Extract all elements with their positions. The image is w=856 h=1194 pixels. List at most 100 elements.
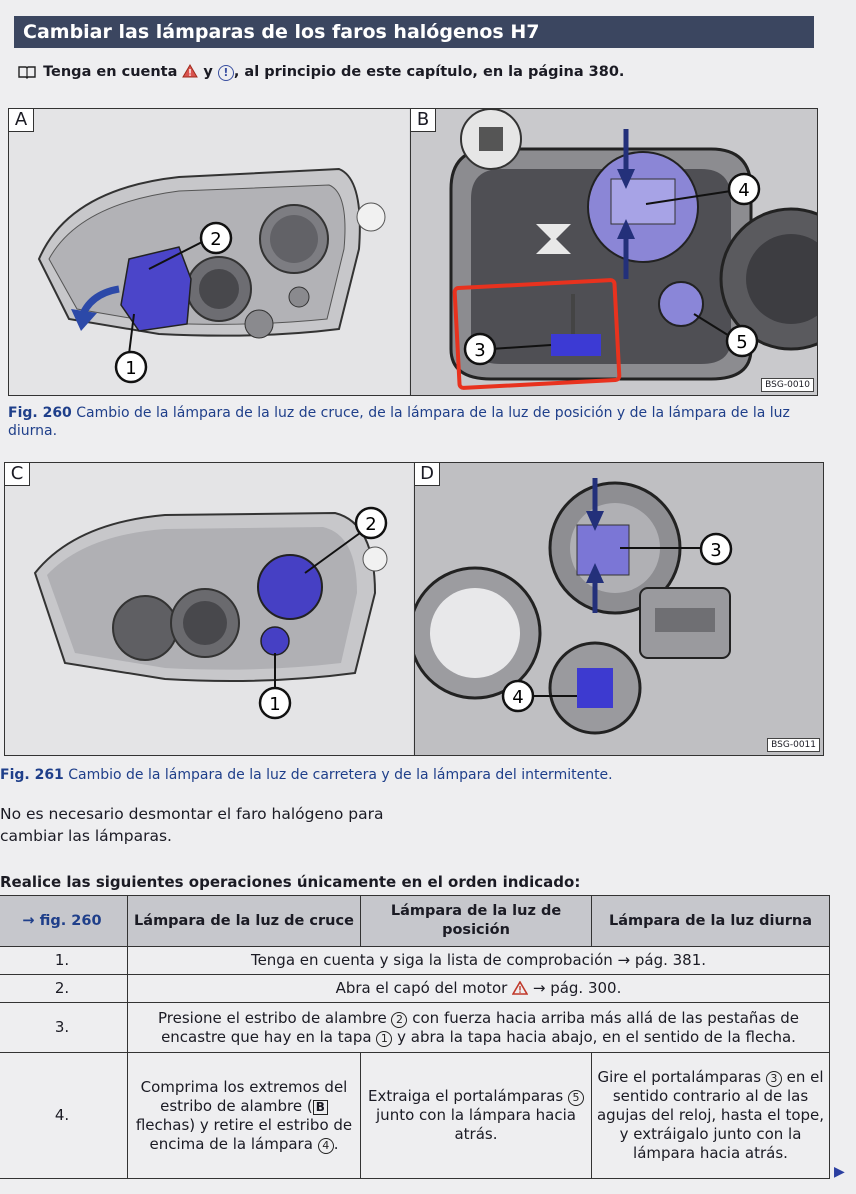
caption-260-text: Cambio de la lámpara de la luz de cruce,… [8,405,790,439]
highlight-cover [120,246,192,332]
step-4-cruce-text-a: Comprima los extremos del estribo de ala… [140,1077,348,1115]
highlight-cap-1 [260,626,290,656]
step-3-text-3: y abra la tapa hacia abajo, en el sentid… [397,1027,796,1046]
step-2-text-b: → pág. 300. [532,979,622,997]
step-4-diurna: Gire el portalámparas 3 en el sentido co… [591,1052,830,1179]
step-number: 1. [0,946,128,975]
step-number: 3. [0,1002,128,1053]
caption-261: Fig. 261 Cambio de la lámpara de la luz … [0,766,820,784]
note-prefix: Tenga en cuenta [43,64,178,80]
panel-d: 3 4 D BSG-0011 [408,463,823,755]
caption-261-text: Cambio de la lámpara de la luz de carret… [68,767,613,783]
table-title: Realice las siguientes operaciones única… [0,873,581,891]
figure-260: 2 1 A [8,108,818,396]
note-line: Tenga en cuenta y !, al principio de est… [18,64,624,83]
highlight-holder-3 [576,524,630,576]
step-4-diurna-text-a: Gire el portalámparas [597,1068,762,1086]
figure-ref-box: B [312,1099,328,1115]
callout-2-a-label: 2 [210,229,221,250]
step-text: Abra el capó del motor → pág. 300. [127,974,830,1003]
callout-4-d-label: 4 [512,687,523,708]
highlight-clip-3 [551,334,601,356]
headlight-illustration-a: 2 1 [37,167,386,384]
caption-260: Fig. 260 Cambio de la lámpara de la luz … [8,404,816,440]
callout-ref-3: 3 [765,1071,782,1087]
note-and: y [203,64,213,80]
callout-4-d [501,679,535,713]
page-title: Cambiar las lámparas de los faros halóge… [14,16,814,48]
table-row: 4. Comprima los extremos del estribo de … [0,1052,830,1179]
header-fig-ref: → fig. 260 [0,895,128,947]
panel-letter-c: C [5,463,30,486]
panel-letter-d: D [415,463,440,486]
callout-4-b [727,172,761,206]
callout-1-c-label: 1 [269,694,280,715]
headlight-illustration-b: 3 4 5 [411,109,817,395]
operations-table: → fig. 260 Lámpara de la luz de cruce Lá… [0,895,830,1179]
note-suffix: , al principio de este capítulo, en la p… [233,64,625,80]
book-icon [18,65,38,83]
header-posicion: Lámpara de la luz de posición [360,895,592,947]
callout-2-c-label: 2 [365,514,376,535]
step-4-posicion-text-a: Extraiga el portalámparas [368,1087,564,1105]
headlight-illustration-d: 3 4 [408,463,823,755]
step-number: 2. [0,974,128,1003]
paragraph-line-2: cambiar las lámparas. [0,827,172,845]
highlight-cap-2 [257,554,323,620]
callout-3-b [463,332,497,366]
continue-marker-icon: ▶ [834,1164,845,1180]
info-icon: ! [217,65,234,81]
step-4-cruce: Comprima los extremos del estribo de ala… [127,1052,361,1179]
callout-2-c [354,506,388,540]
step-text: Presione el estribo de alambre 2 con fue… [127,1002,830,1053]
table-header-row: → fig. 260 Lámpara de la luz de cruce Lá… [0,895,830,947]
callout-ref-5: 5 [568,1090,584,1106]
red-highlight-box [452,278,622,390]
figure-code-260: BSG-0010 [761,378,814,392]
callout-3-d-label: 3 [710,540,721,561]
headlight-illustration-c: 2 1 [33,506,388,720]
warning-icon [511,980,529,995]
panel-letter-b: B [411,109,436,132]
callout-1-a-label: 1 [125,358,136,379]
callout-ref-4: 4 [317,1137,334,1154]
step-3-text-2: con fuerza hacia arriba más allá de las … [161,1008,799,1046]
header-cruce: Lámpara de la luz de cruce [127,895,361,947]
highlight-holder-5 [658,281,704,327]
intro-paragraph: No es necesario desmontar el faro halóge… [0,803,383,847]
callout-ref-2: 2 [391,1011,408,1028]
table-row: 1. Tenga en cuenta y siga la lista de co… [0,946,830,975]
callout-4-b-label: 4 [738,180,749,201]
callout-2-a [199,221,233,255]
callout-5-b [725,324,759,358]
figure-261: 2 1 C 3 4 D B [4,462,824,756]
highlight-holder-4-d [577,668,613,708]
caption-260-label: Fig. 260 [8,405,72,421]
panel-a: 2 1 A [9,109,409,395]
caption-261-label: Fig. 261 [0,767,64,783]
table-row: 3. Presione el estribo de alambre 2 con … [0,1002,830,1053]
callout-ref-1: 1 [376,1030,393,1047]
step-4-cruce-text-b: flechas) y retire el estribo de encima d… [135,1115,353,1153]
step-2-text-a: Abra el capó del motor [335,979,508,997]
figure-code-261: BSG-0011 [767,738,820,752]
callout-3-b-label: 3 [474,340,485,361]
panel-b: 3 4 5 B BSG-0010 [410,109,817,395]
panel-c: 2 1 C [5,463,413,755]
table-row: 2. Abra el capó del motor → pág. 300. [0,974,830,1003]
step-3-text-1: Presione el estribo de alambre [158,1008,387,1027]
callout-3-d [699,532,733,566]
step-4-posicion-text-b: junto con la lámpara hacia atrás. [376,1106,576,1143]
paragraph-line-1: No es necesario desmontar el faro halóge… [0,805,384,823]
panel-letter-a: A [9,109,34,132]
step-number: 4. [0,1052,128,1179]
step-4-cruce-text-d: . [333,1134,339,1153]
header-diurna: Lámpara de la luz diurna [591,895,830,947]
step-4-diurna-text-b: en el sentido contrario al de las agujas… [596,1068,825,1162]
callout-1-a [114,350,148,384]
step-text: Tenga en cuenta y siga la lista de compr… [127,946,830,975]
callout-5-b-label: 5 [736,332,747,353]
warning-icon [182,64,203,80]
step-4-posicion: Extraiga el portalámparas 5 junto con la… [360,1052,592,1179]
callout-1-c [258,686,292,720]
